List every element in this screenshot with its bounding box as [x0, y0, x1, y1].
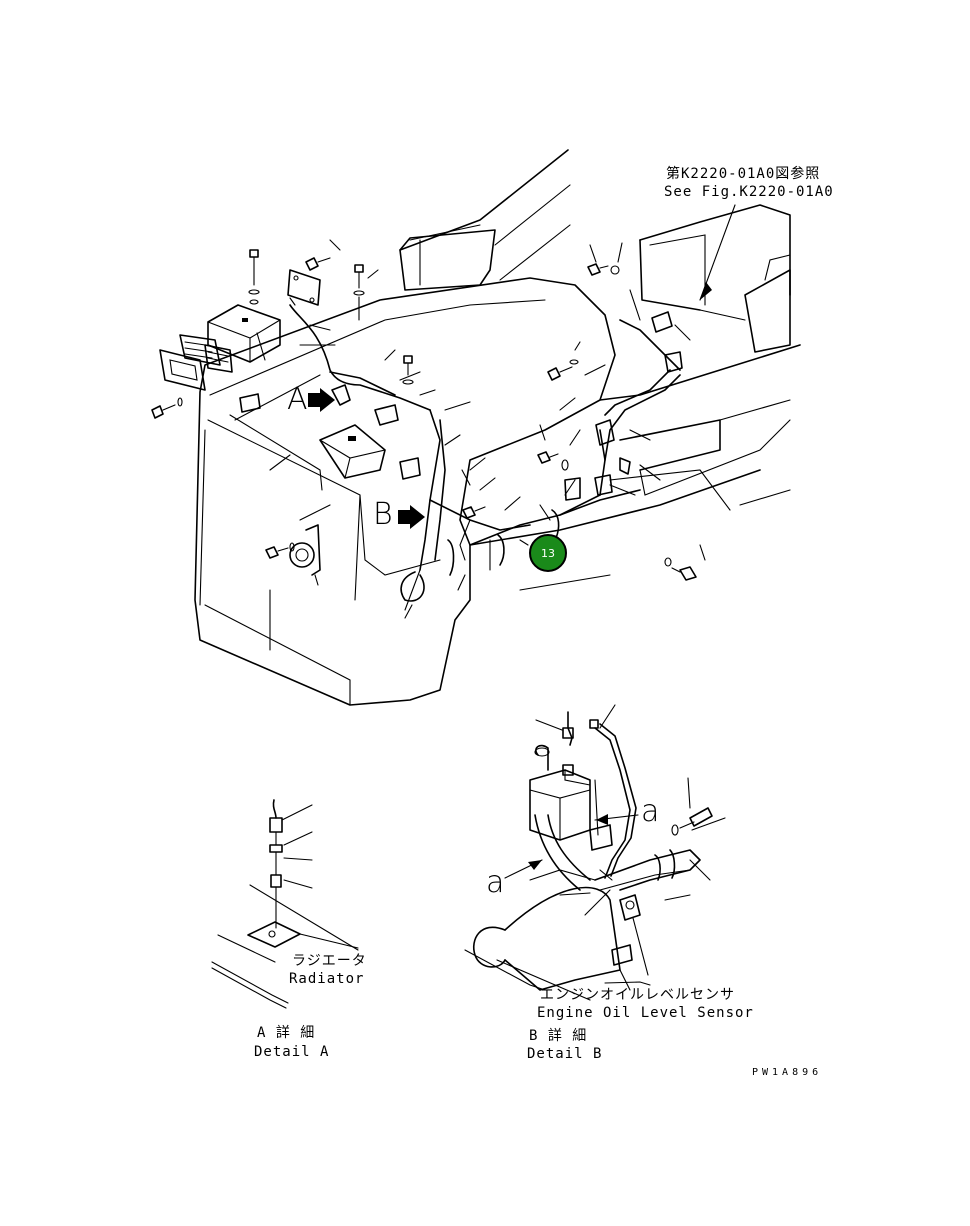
detail-b-drawing	[464, 704, 726, 1001]
detail-a-title-en: Detail A	[254, 1044, 330, 1060]
reference-en: See Fig.K2220-01A0	[664, 184, 834, 200]
sensor-label-en: Engine Oil Level Sensor	[537, 1005, 754, 1021]
fasteners	[151, 249, 697, 581]
view-marker-a-lower-left: a	[486, 865, 505, 900]
detail-a-drawing	[211, 799, 359, 1009]
radiator-label-en: Radiator	[289, 971, 365, 987]
callout-number: 13	[541, 546, 555, 560]
view-arrows	[308, 388, 425, 529]
drawing-code: PW1A896	[752, 1067, 823, 1078]
view-marker-a-lower-right: a	[641, 794, 660, 829]
view-marker-a: A	[287, 382, 308, 417]
horn	[289, 524, 321, 586]
detail-a-title-jp: A 詳 細	[257, 1025, 316, 1041]
leader-lines	[256, 204, 736, 619]
detail-b-title-en: Detail B	[527, 1046, 603, 1062]
main-frame	[469, 344, 801, 591]
machine-body	[194, 277, 616, 706]
detail-b-title-jp: B 詳 細	[529, 1028, 588, 1044]
cab-block	[639, 204, 791, 353]
sensor-label-jp: エンジンオイルレベルセンサ	[540, 987, 735, 1003]
engine-hood	[399, 149, 571, 291]
brackets	[239, 311, 683, 576]
work-lamps	[159, 269, 321, 391]
radiator-label-jp: ラジエータ	[292, 953, 367, 969]
callout-13: 13	[529, 534, 567, 572]
reference-jp: 第K2220-01A0図参照	[666, 166, 821, 182]
view-marker-b: B	[373, 497, 393, 532]
wiring-harness	[289, 304, 681, 611]
